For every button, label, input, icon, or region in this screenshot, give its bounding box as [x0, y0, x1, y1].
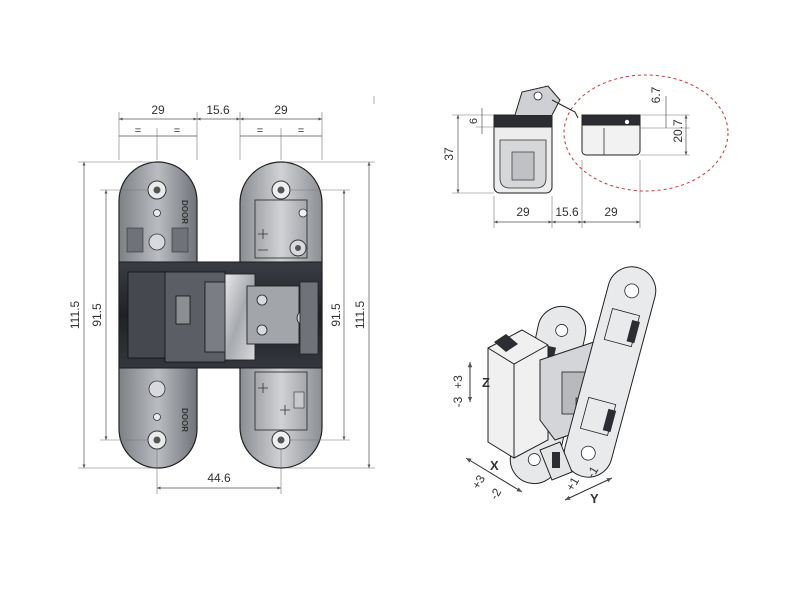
front-bottom-dimension: 44.6 [156, 448, 282, 494]
dim-left-inner: 91.5 [90, 303, 104, 327]
dim-eq-2: = [174, 125, 180, 137]
side-left-body [493, 85, 579, 194]
front-right-dimensions: 91.5 111.5 [285, 161, 375, 469]
iso-lower-slot [552, 452, 560, 468]
y-axis-label: Y [590, 491, 599, 506]
x-axis-arrow [465, 457, 523, 493]
iso-view: +3 Z -3 X +3 -2 +1 -1 Y [451, 266, 657, 506]
side-dim-right-large: 20.7 [671, 119, 685, 143]
z-axis-label: Z [482, 375, 490, 390]
dim-eq-1: = [135, 125, 141, 137]
dim-eq-3: = [257, 125, 263, 137]
iso-body-box [487, 329, 549, 459]
side-dim-height: 37 [442, 147, 456, 161]
side-dim-bottom-right: 29 [604, 205, 618, 219]
y-plus-label: +1 [563, 474, 582, 493]
dim-left-outer: 111.5 [68, 301, 82, 330]
dim-right-inner: 91.5 [329, 303, 343, 327]
dim-top-right: 29 [274, 103, 288, 117]
side-dim-bottom-left: 29 [516, 205, 530, 219]
callout-ellipse [563, 74, 729, 192]
side-view: 37 6 6.7 20.7 29 15.6 29 [442, 74, 729, 228]
dim-top-left: 29 [151, 103, 165, 117]
front-view: DOOR DOOR [68, 96, 375, 494]
side-dim-right-small: 6.7 [649, 86, 663, 103]
x-axis-label: X [490, 458, 499, 473]
door-label-top: DOOR [180, 200, 189, 224]
front-left-dimensions: 111.5 91.5 [68, 161, 155, 469]
x-plus-label: +3 [469, 472, 488, 491]
dim-top-mid: 15.6 [206, 103, 230, 117]
z-plus-label: +3 [451, 375, 465, 389]
center-mechanism [118, 261, 323, 369]
side-dim-small-left: 6 [468, 118, 480, 124]
y-axis-arrow [564, 477, 613, 501]
dim-right-outer: 111.5 [353, 301, 367, 330]
dim-eq-4: = [298, 125, 304, 137]
side-right-body [581, 114, 641, 156]
front-top-dimensions: 29 15.6 29 = = = = [118, 103, 323, 160]
door-label-bottom: DOOR [180, 408, 189, 432]
z-minus-label: -3 [451, 396, 465, 407]
iso-right-plate [563, 266, 657, 478]
side-dim-bottom-mid: 15.6 [555, 205, 579, 219]
x-minus-label: -2 [487, 486, 505, 503]
dim-bottom: 44.6 [207, 471, 231, 485]
